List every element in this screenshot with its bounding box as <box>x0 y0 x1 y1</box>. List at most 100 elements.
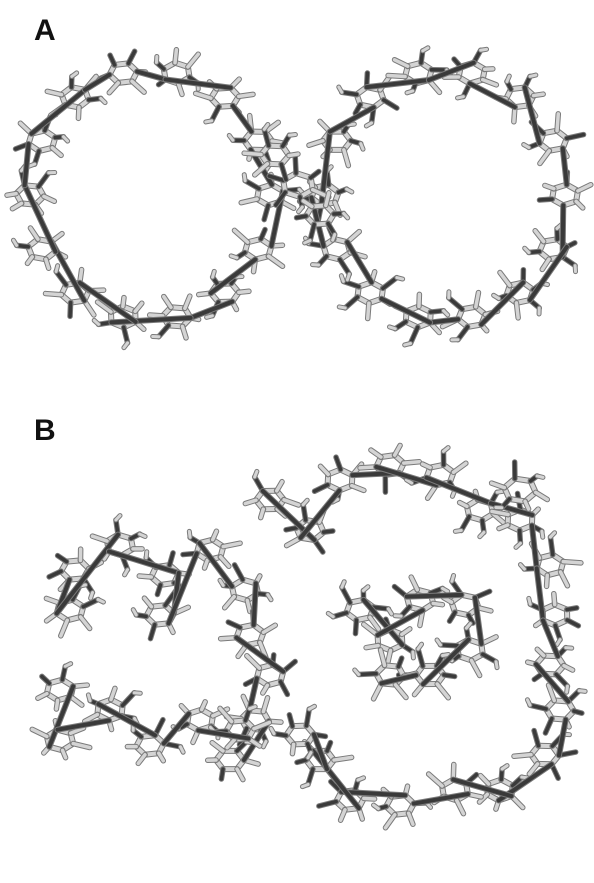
bond <box>167 551 175 567</box>
bond <box>137 574 154 579</box>
bond <box>306 767 315 787</box>
bond <box>574 199 585 210</box>
bond <box>541 618 560 659</box>
molecular-structure-b <box>29 442 588 831</box>
bond <box>81 597 100 609</box>
bond <box>290 742 296 756</box>
bond <box>96 702 158 738</box>
bond <box>428 317 461 325</box>
bond <box>339 789 408 798</box>
bond <box>253 162 270 177</box>
bond <box>55 553 69 564</box>
bond <box>467 81 517 110</box>
bond <box>63 662 73 668</box>
bond <box>221 541 242 549</box>
panel-a-label: A <box>34 14 56 47</box>
panel-b-label: B <box>34 414 56 447</box>
bond <box>155 583 163 597</box>
bond <box>303 238 312 245</box>
bond <box>10 201 24 211</box>
bond <box>262 122 270 131</box>
bond <box>163 77 233 90</box>
bond <box>392 58 410 68</box>
bond <box>535 474 545 479</box>
panel-b: B <box>0 400 594 883</box>
bond <box>454 798 466 816</box>
bond <box>459 514 471 533</box>
bond <box>96 597 105 604</box>
bond <box>219 767 225 781</box>
bond <box>479 47 489 52</box>
bond <box>297 205 304 214</box>
bond <box>356 671 378 677</box>
bond <box>565 618 581 628</box>
bond <box>258 507 265 520</box>
bond <box>405 89 415 95</box>
bond <box>304 707 311 728</box>
bond <box>478 773 491 786</box>
bond <box>54 264 60 273</box>
bond <box>226 620 242 630</box>
bond <box>523 499 531 511</box>
bond <box>237 289 251 295</box>
bond <box>464 622 472 630</box>
bond <box>548 535 555 557</box>
bond <box>95 300 113 314</box>
bond <box>393 682 408 700</box>
bond <box>540 257 551 272</box>
bond <box>77 280 138 324</box>
bond <box>306 751 313 760</box>
bond <box>142 596 154 609</box>
bond <box>317 799 338 808</box>
bond <box>230 103 254 134</box>
bond <box>338 808 347 822</box>
bond <box>208 257 258 296</box>
bond <box>248 705 257 711</box>
bond <box>261 696 270 714</box>
bond <box>78 615 92 631</box>
bond <box>266 593 273 602</box>
bond <box>532 671 544 682</box>
bond <box>381 98 399 110</box>
bond <box>106 549 181 575</box>
bond <box>287 133 297 137</box>
bond <box>340 580 346 589</box>
bond <box>162 294 173 310</box>
bond <box>341 279 361 289</box>
bond <box>61 135 70 143</box>
bond <box>340 585 352 605</box>
bond <box>396 656 404 669</box>
bond <box>229 254 239 260</box>
bond <box>284 526 299 532</box>
bond <box>558 570 570 588</box>
bond <box>267 174 286 183</box>
bond <box>59 618 70 638</box>
bond <box>234 635 286 674</box>
bond <box>27 162 37 168</box>
bond <box>424 475 493 506</box>
bond <box>364 78 431 90</box>
bond <box>565 684 569 694</box>
bond <box>92 318 101 326</box>
bond <box>274 190 287 207</box>
bond <box>122 341 130 350</box>
bond <box>293 153 298 175</box>
bond <box>514 301 520 320</box>
bond <box>505 74 511 84</box>
bond <box>416 642 424 651</box>
bond <box>381 275 399 291</box>
bond <box>375 608 425 638</box>
bond <box>309 169 321 180</box>
bond <box>109 315 193 325</box>
bond <box>361 597 405 647</box>
bond <box>456 95 465 100</box>
bond <box>346 122 356 127</box>
bond <box>343 295 360 310</box>
bond <box>386 607 394 616</box>
bond <box>69 694 84 707</box>
bond <box>364 121 374 128</box>
bond <box>36 691 49 700</box>
bond <box>426 772 444 788</box>
bond <box>252 720 272 731</box>
bond <box>361 585 370 593</box>
